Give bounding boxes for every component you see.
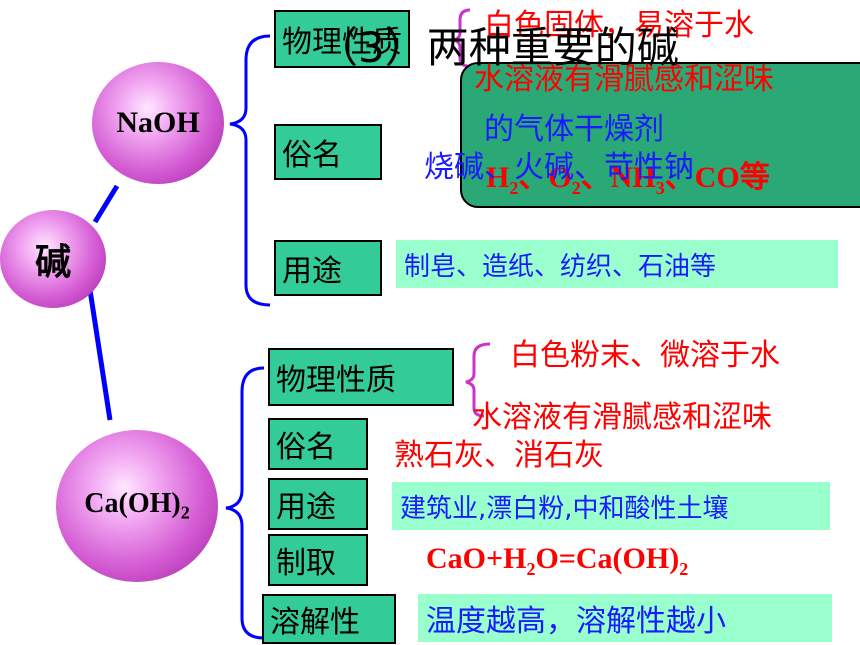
naoh-node: NaOH	[92, 62, 224, 184]
naoh-use-value: 制皂、造纸、纺织、石油等	[396, 240, 838, 288]
caoh-prep-label: 制取	[268, 534, 368, 586]
caoh-sol-value: 温度越高，溶解性越小	[418, 594, 832, 642]
caoh-use-label: 用途	[268, 478, 368, 530]
naoh-phys-brace	[449, 8, 471, 68]
caoh-common-label: 俗名	[268, 418, 368, 470]
caoh-phys-line2: 水溶液有滑腻感和涩味	[472, 400, 772, 435]
connector-root-naoh	[92, 184, 120, 224]
slide-title: （3）两种重要的碱	[316, 23, 679, 72]
caoh-brace	[225, 366, 265, 640]
naoh-callout-box	[460, 62, 860, 208]
caoh-node: Ca(OH)2	[56, 430, 218, 582]
naoh-name: NaOH	[116, 106, 200, 139]
caoh-common-value: 熟石灰、消石灰	[394, 438, 604, 473]
naoh-common-value: 烧碱、火碱、苛性钠	[424, 150, 694, 185]
caoh-phys-label: 物理性质	[268, 348, 454, 406]
naoh-phys-line1: 白色固体，易溶于水	[484, 8, 754, 43]
caoh-use-value: 建筑业,漂白粉,中和酸性土壤	[392, 482, 830, 530]
root-label: 碱	[34, 242, 71, 283]
naoh-brace	[229, 34, 271, 307]
naoh-use-label: 用途	[274, 240, 382, 296]
naoh-callout-line1: 的气体干燥剂	[484, 112, 664, 147]
caoh-sol-label: 溶解性	[262, 594, 396, 644]
naoh-phys-label: 物理性质	[274, 10, 410, 68]
naoh-callout-gases: H2、O2、NH3、CO等	[486, 161, 770, 198]
caoh-prep-equation: CaO+H2O=Ca(OH)2	[426, 542, 689, 579]
naoh-phys-line2: 水溶液有滑腻感和涩味	[474, 62, 774, 97]
caoh-name: Ca(OH)2	[84, 488, 190, 523]
caoh-phys-line1: 白色粉末、微溶于水	[510, 338, 780, 373]
root-node: 碱	[0, 210, 106, 308]
caoh-phys-brace	[465, 342, 491, 418]
connector-root-caoh	[87, 289, 113, 421]
naoh-common-label: 俗名	[274, 124, 382, 180]
